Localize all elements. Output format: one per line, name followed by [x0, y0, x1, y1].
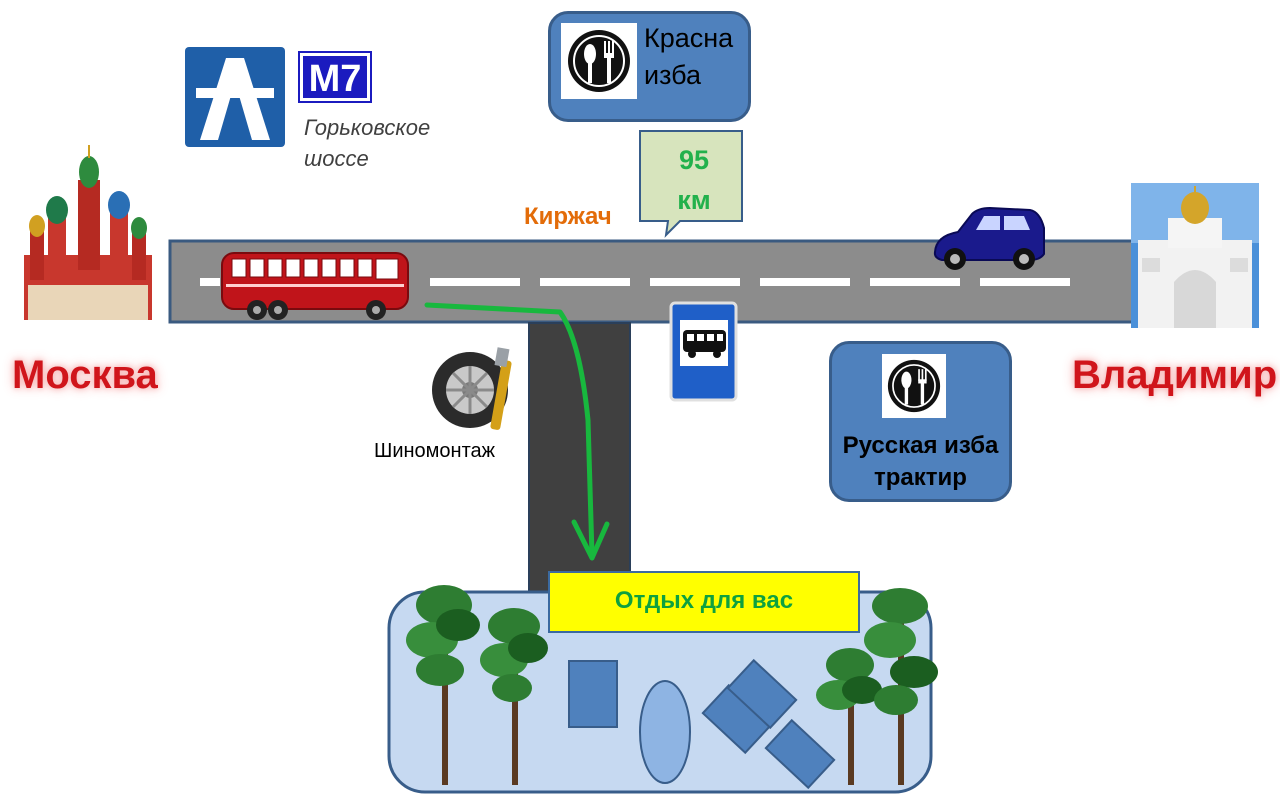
distance-callout: [639, 130, 743, 238]
motorway-icon: [185, 47, 285, 147]
tire-service-icon: [432, 347, 512, 430]
golden-gate-icon: [1131, 183, 1259, 328]
route-arrow-head: [571, 519, 610, 561]
destination-city-label: Владимир: [1072, 353, 1278, 397]
restaurant-name-line1: Красна: [644, 23, 734, 53]
route-arrow: [424, 302, 595, 558]
fork-spoon-icon: [882, 354, 946, 418]
kremlin-icon: [24, 145, 152, 320]
pine-tree: [480, 608, 548, 785]
route-name: Горьковское шоссе: [304, 112, 474, 174]
restaurant-callout-2[interactable]: Русская изба трактир: [829, 341, 1012, 502]
distance-unit: км: [677, 185, 711, 215]
distance-label: 95 км: [644, 140, 744, 220]
restaurant-name: Красна изба: [644, 20, 733, 94]
distance-value: 95: [678, 145, 710, 175]
pine-tree: [864, 588, 938, 785]
route-name-line1: Горьковское: [304, 115, 431, 140]
tire-shop-label: Шиномонтаж: [374, 440, 496, 462]
bus-icon: [221, 252, 409, 320]
guest-house-3: [764, 718, 836, 790]
fork-spoon-icon: [561, 23, 637, 99]
restaurant-name-line2: трактир: [874, 464, 967, 491]
origin-city-label: Москва: [12, 353, 158, 397]
pine-tree: [816, 648, 882, 785]
turn-town-label: Киржач: [524, 203, 612, 230]
pine-tree: [406, 585, 480, 785]
road-center-line: [200, 278, 1070, 286]
restaurant-callout-1[interactable]: Красна изба: [548, 11, 751, 122]
route-number-badge: М7: [298, 51, 372, 103]
bus-stop-icon: [669, 301, 738, 402]
restaurant-name-line2: изба: [644, 60, 702, 90]
route-name-line2: шоссе: [304, 146, 369, 171]
cottage-building: [568, 660, 618, 728]
car-icon: [933, 206, 1045, 270]
guest-house-2: [726, 658, 798, 730]
pool: [639, 680, 691, 784]
restaurant-name-line1: Русская изба: [842, 432, 999, 459]
restaurant-name: Русская изба трактир: [832, 430, 1009, 494]
destination-place-sign[interactable]: Отдых для вас: [548, 571, 860, 633]
